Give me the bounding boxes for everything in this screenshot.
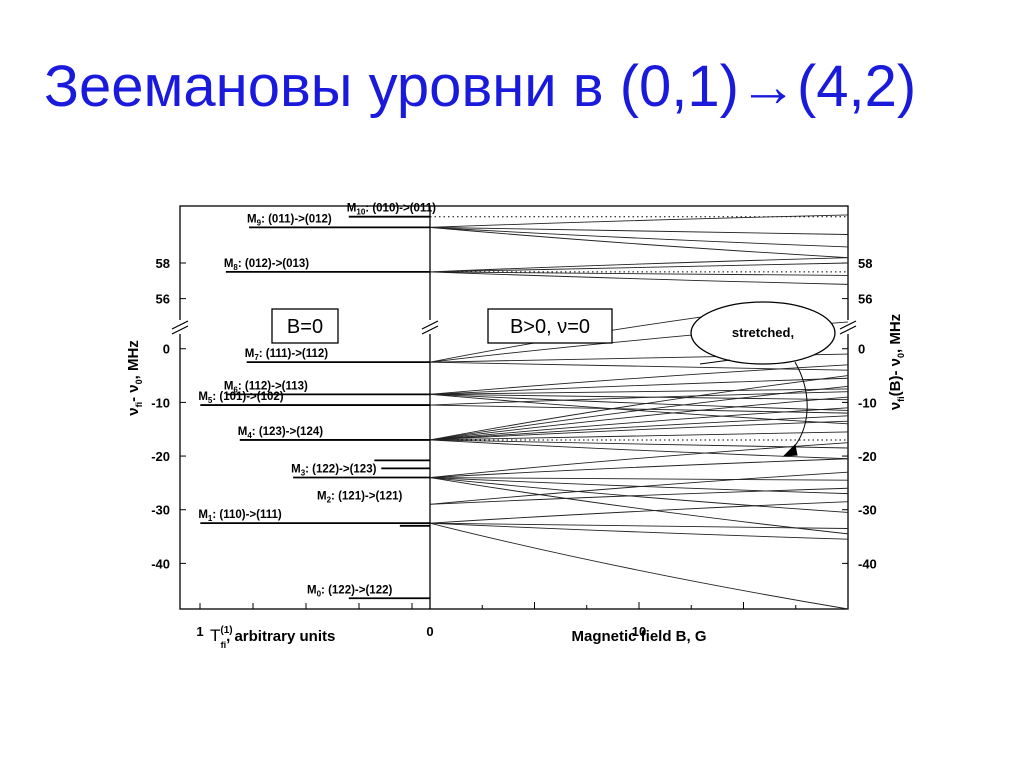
zeeman-curve xyxy=(429,393,849,411)
right-y-axis-label: νfi(B)- ν0, MHz xyxy=(887,314,906,410)
axis-break-mark xyxy=(421,320,439,330)
zeeman-curve xyxy=(429,396,849,441)
level-label-m5: M5: (101)->(102) xyxy=(198,391,283,405)
callout-bubble xyxy=(690,301,836,365)
slide-title: Зеемановы уровни в (0,1)→(4,2) xyxy=(44,54,917,119)
level-label-m10: M10: (010)->(011) xyxy=(347,203,436,217)
level-label-m3: M3: (122)->(123) xyxy=(291,464,376,478)
y-tick-label-left: 0 xyxy=(163,342,170,357)
level-label-m7: M7: (111)->(112) xyxy=(245,348,329,362)
x-tick-label: 10 xyxy=(632,624,646,639)
zeeman-curve xyxy=(429,471,849,505)
zeeman-curve xyxy=(429,393,849,401)
x-tick-label: 1 xyxy=(196,624,203,639)
zeeman-curve xyxy=(429,522,849,610)
zeeman-curve xyxy=(429,391,849,406)
callout-arrowhead xyxy=(782,443,798,457)
zeeman-curve xyxy=(429,431,849,441)
y-tick-label-right: 0 xyxy=(858,342,865,357)
plot-frame xyxy=(179,205,849,610)
zeeman-curve xyxy=(429,458,849,478)
y-tick-label-right: -20 xyxy=(858,449,877,464)
x-tick-label: 0 xyxy=(426,624,433,639)
y-tick-label-right: 56 xyxy=(858,292,872,307)
zeeman-curve xyxy=(429,226,849,259)
zeeman-curve xyxy=(429,477,849,495)
y-tick-label-left: -10 xyxy=(151,395,170,410)
y-tick-label-left: -20 xyxy=(151,449,170,464)
bgt0-label-box xyxy=(487,308,613,344)
zeeman-curve xyxy=(429,377,849,395)
level-label-m2: M2: (121)->(121) xyxy=(317,490,402,504)
axis-break-mark xyxy=(421,325,439,335)
zeeman-curve xyxy=(429,420,849,441)
axis-break-mark xyxy=(839,325,857,335)
axis-break-mark xyxy=(839,320,857,330)
zeeman-curve xyxy=(429,522,849,529)
left-y-axis-label: νfi- ν0, MHz xyxy=(125,340,144,416)
level-label-m9: M9: (011)->(012) xyxy=(247,213,332,227)
level-label-m6: M6: (112)->(113) xyxy=(224,380,308,394)
zeeman-curve xyxy=(429,271,849,285)
zeeman-curve xyxy=(429,439,849,460)
callout-pointer xyxy=(699,359,731,365)
level-label-m8: M8: (012)->(013) xyxy=(224,258,309,272)
zeeman-curve xyxy=(429,477,849,513)
callout-text: stretched, xyxy=(732,325,794,340)
y-tick-label-right: -40 xyxy=(858,556,877,571)
bgt0-label: B>0, ν=0 xyxy=(510,316,590,338)
zeeman-curve xyxy=(429,226,849,235)
axis-break-mark xyxy=(171,325,189,335)
zeeman-curve xyxy=(429,257,849,273)
zeeman-curve xyxy=(429,364,849,395)
zeeman-curve xyxy=(429,487,849,505)
axis-break-mark xyxy=(171,320,189,330)
zeeman-curve xyxy=(429,388,849,395)
zeeman-curve xyxy=(429,404,849,414)
zeeman-curve xyxy=(429,226,849,248)
level-label-m4: M4: (123)->(124) xyxy=(238,426,323,440)
zeeman-curve xyxy=(429,214,849,228)
zeeman-curve xyxy=(429,262,849,273)
zeeman-curve xyxy=(429,393,849,425)
y-tick-label-left: -40 xyxy=(151,556,170,571)
zeeman-curve xyxy=(429,415,849,441)
zeeman-curve xyxy=(429,477,849,535)
y-tick-label-right: -10 xyxy=(858,395,877,410)
zeeman-curve xyxy=(429,375,849,441)
level-label-m1: M1: (110)->(111) xyxy=(198,509,282,523)
right-x-axis-label: Magnetic field B, G xyxy=(571,628,706,645)
zeeman-curve xyxy=(429,442,849,478)
zeeman-curve xyxy=(429,477,849,481)
zeeman-curve xyxy=(429,361,849,371)
y-tick-label-left: 56 xyxy=(156,292,170,307)
zeeman-curve xyxy=(429,501,849,524)
y-tick-label-right: 58 xyxy=(858,256,872,271)
y-tick-label-left: -30 xyxy=(151,503,170,518)
level-label-m0: M0: (122)->(122) xyxy=(307,584,392,598)
zeeman-curve xyxy=(429,271,849,276)
b0-label: B=0 xyxy=(287,316,323,338)
y-tick-label-left: 58 xyxy=(156,256,170,271)
left-x-axis-label: T(1)fi, arbitrary units xyxy=(210,625,335,650)
callout-arrow xyxy=(789,361,808,453)
b0-label-box xyxy=(271,308,339,344)
y-tick-label-right: -30 xyxy=(858,503,877,518)
zeeman-curve xyxy=(429,522,849,540)
